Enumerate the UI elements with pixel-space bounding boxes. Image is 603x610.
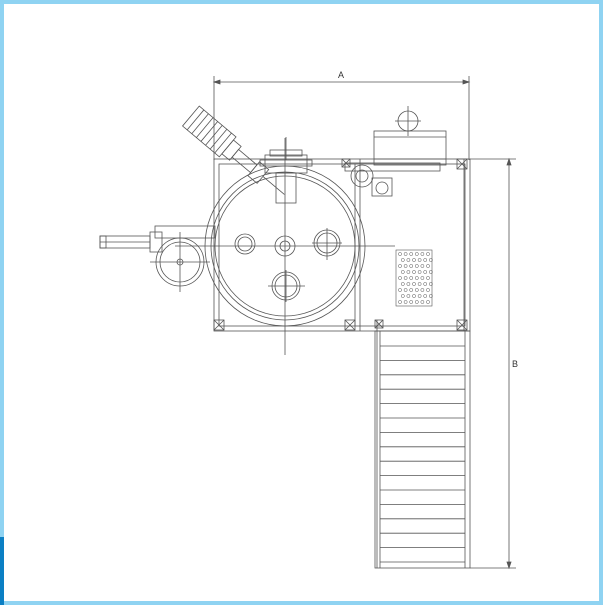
dimension-b-label: B (512, 359, 518, 369)
grating-hole (428, 258, 433, 262)
grating-hole (403, 252, 408, 256)
grating-hole (417, 258, 422, 262)
grating-hole (417, 282, 422, 286)
grating-hole (403, 288, 408, 292)
dimension-a-label: A (338, 70, 344, 80)
grating-hole (420, 300, 425, 304)
dimension-a (212, 76, 471, 160)
grating-hole (398, 276, 402, 280)
grating-hole (409, 252, 414, 256)
grating-hole (420, 264, 425, 268)
grating-hole (398, 288, 402, 292)
grating-hole (428, 270, 433, 274)
side-pump (99, 225, 216, 292)
grating-hole (409, 264, 414, 268)
grating-hole (406, 270, 411, 274)
grating-hole (420, 276, 425, 280)
grating-hole (406, 294, 411, 298)
grating-panel (395, 249, 433, 307)
grating-hole (428, 282, 433, 286)
grating-hole (403, 276, 408, 280)
top-manway (259, 137, 313, 204)
grating-hole (414, 252, 419, 256)
grating-hole (400, 270, 405, 274)
grating-hole (423, 282, 428, 286)
grating-hole (417, 270, 422, 274)
top-right-unit (344, 106, 447, 197)
tank-nozzles (234, 228, 342, 302)
grating-hole (406, 282, 411, 286)
grating-hole (423, 294, 428, 298)
grating-hole (406, 258, 411, 262)
grating-hole (409, 300, 414, 304)
grating-hole (414, 264, 419, 268)
grating-hole (400, 258, 405, 262)
grating-hole (412, 294, 416, 298)
grating-hole (428, 294, 433, 298)
grating-hole (420, 252, 425, 256)
left-accent-bar (0, 537, 4, 605)
grating-hole (398, 300, 402, 304)
grating-hole (409, 276, 414, 280)
dimension-b (470, 157, 516, 570)
grating-hole (417, 294, 422, 298)
staircase (374, 319, 471, 569)
grating-hole (412, 282, 416, 286)
grating-hole (426, 252, 430, 256)
grating-hole (398, 264, 402, 268)
grating-hole (412, 258, 416, 262)
grating-hole (426, 300, 430, 304)
grating-hole (423, 270, 428, 274)
grating-hole (414, 300, 419, 304)
tank (175, 138, 395, 355)
grating-hole (423, 258, 428, 262)
agitator-motor (181, 105, 285, 195)
grating-hole (400, 294, 405, 298)
grating-hole (426, 276, 430, 280)
grating-hole (420, 288, 425, 292)
grating-hole (412, 270, 416, 274)
grating-hole (403, 300, 408, 304)
platform-frame (213, 158, 471, 332)
grating-hole (403, 264, 408, 268)
grating-hole (409, 288, 414, 292)
grating-dots (398, 252, 433, 304)
grating-hole (414, 276, 419, 280)
grating-hole (414, 288, 419, 292)
grating-hole (398, 252, 402, 256)
grating-hole (426, 264, 430, 268)
grating-hole (400, 282, 405, 286)
grating-hole (426, 288, 430, 292)
